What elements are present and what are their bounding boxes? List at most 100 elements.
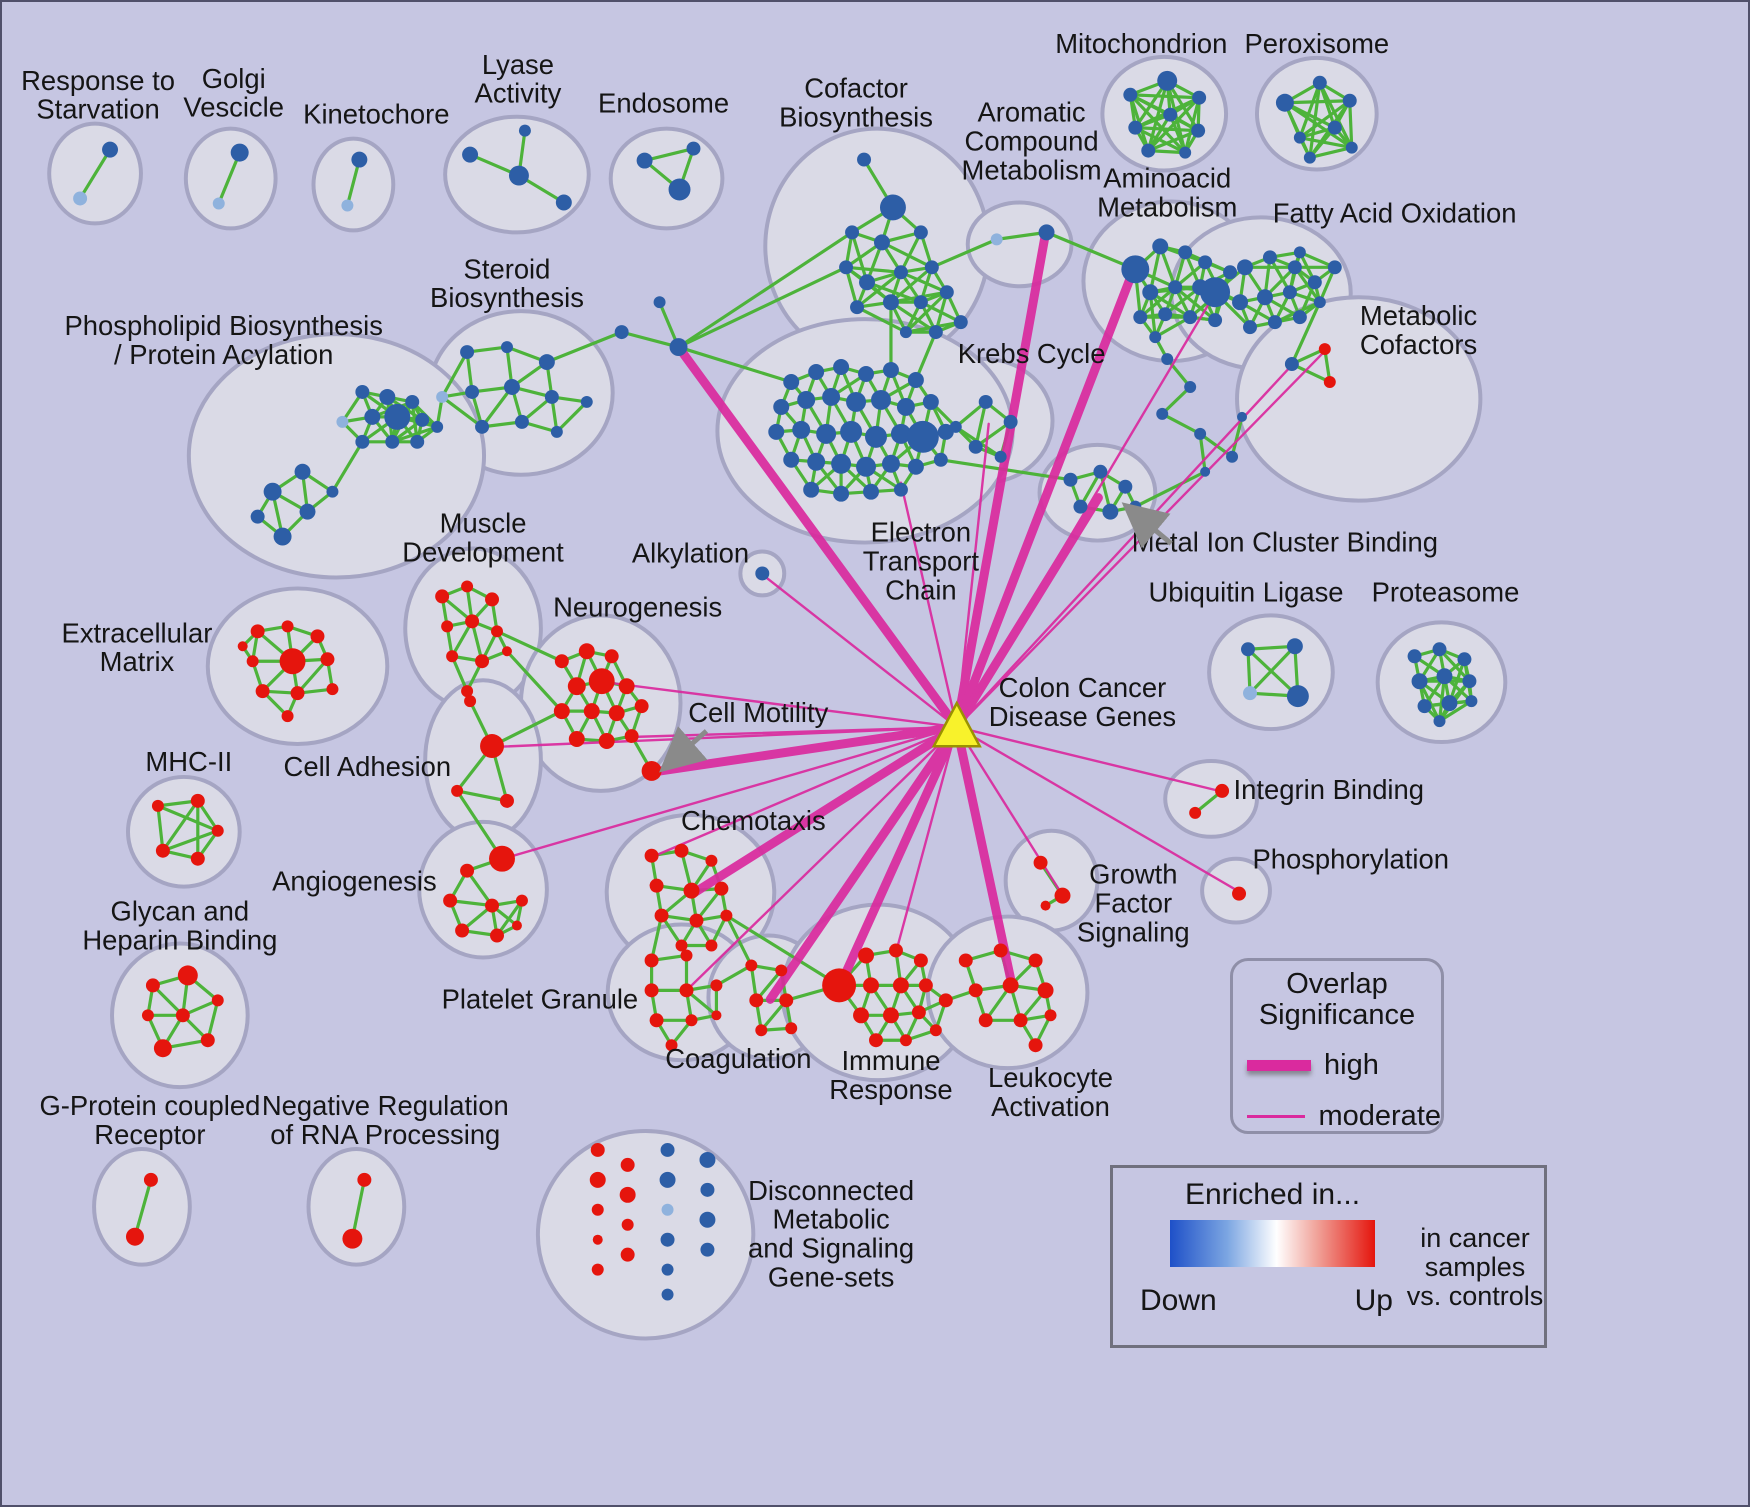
label-response-to-starvation: Response to: [21, 65, 175, 96]
gene-set-node: [1073, 499, 1088, 514]
edge: [448, 899, 494, 908]
gene-set-node: [669, 338, 688, 357]
gene-set-node: [1237, 259, 1253, 276]
label-peroxisome: Peroxisome: [1244, 28, 1389, 59]
gene-set-node: [644, 953, 659, 968]
label-neurogenesis: Neurogenesis: [553, 591, 722, 622]
enrichment-legend-title: Enriched in...: [1184, 1178, 1361, 1211]
edge: [1230, 415, 1244, 459]
edge: [1128, 93, 1187, 155]
edge: [555, 400, 589, 434]
gene-set-node: [1102, 503, 1119, 520]
label-mhc-ii: MHC-II: [145, 746, 232, 777]
gene-set-node: [255, 684, 270, 699]
overlap-edge-moderate: [899, 481, 958, 729]
gene-set-node: [913, 225, 928, 240]
gene-set-node: [649, 1013, 664, 1028]
gene-set-node: [1158, 307, 1173, 322]
gene-set-node: [500, 341, 513, 354]
label-cell-adhesion: Cell Adhesion: [284, 751, 452, 782]
gene-set-node: [246, 655, 259, 668]
gene-set-node: [125, 1227, 144, 1246]
gene-set-node: [490, 928, 504, 943]
edge: [1298, 136, 1354, 150]
gene-set-node: [659, 1171, 676, 1188]
gene-set-node: [1342, 93, 1357, 108]
gene-set-node: [1243, 686, 1257, 701]
edge: [880, 240, 934, 269]
label-growth-factor-signaling: Growth: [1089, 859, 1177, 890]
gene-set-node: [1184, 380, 1197, 393]
gene-set-node: [1286, 685, 1309, 708]
edge: [1146, 129, 1200, 153]
gene-set-node: [177, 965, 198, 986]
gene-set-node: [604, 649, 619, 664]
gene-set-node: [922, 393, 939, 410]
gene-set-node: [1282, 285, 1297, 300]
gene-set-node: [460, 863, 475, 878]
label-integrin-binding: Integrin Binding: [1234, 774, 1424, 805]
edge: [889, 265, 934, 304]
overlap-edge-moderate: [603, 680, 958, 729]
gene-set-node: [326, 485, 339, 498]
gene-set-node: [591, 1263, 604, 1276]
gene-set-node: [636, 152, 653, 169]
gene-set-node: [1028, 953, 1043, 968]
label-golgi-vescicle: Vescicle: [183, 92, 284, 123]
gene-set-node: [281, 620, 294, 633]
gene-set-node: [342, 1228, 363, 1249]
label-g-protein-coupled-receptor: Receptor: [94, 1119, 205, 1150]
label-disconnected-gene-sets: Disconnected: [748, 1175, 914, 1206]
edge: [545, 330, 624, 364]
gene-set-node: [899, 326, 912, 339]
gene-set-node: [1293, 131, 1306, 144]
gene-set-node: [833, 359, 850, 376]
overlap-significance-legend: Overlap Significance high moderate: [1230, 958, 1444, 1134]
gene-set-node: [755, 566, 770, 581]
gene-set-node: [668, 178, 691, 201]
gene-set-node: [911, 1005, 926, 1020]
gene-set-node: [863, 977, 879, 994]
gene-set-node: [933, 452, 948, 467]
gene-set-node: [882, 1007, 899, 1024]
edge: [495, 899, 524, 938]
label-kinetochore: Kinetochore: [303, 99, 449, 130]
edge: [1165, 357, 1192, 389]
gene-set-node: [299, 503, 316, 520]
edge: [1298, 81, 1322, 140]
gene-set-node: [890, 423, 911, 444]
gene-set-node: [485, 898, 500, 913]
gene-set-node: [190, 793, 205, 808]
gene-set-node: [1128, 120, 1143, 135]
gene-set-node: [714, 881, 729, 896]
gene-set-node: [892, 977, 909, 994]
label-extracellular-matrix: Matrix: [100, 646, 175, 677]
gene-set-node: [475, 654, 490, 669]
edge: [1437, 647, 1472, 683]
gene-set-node: [336, 415, 349, 428]
gene-set-node: [499, 793, 514, 808]
down-label: Down: [1140, 1284, 1217, 1317]
edge: [714, 963, 753, 987]
gene-set-node: [1465, 695, 1478, 708]
gene-set-node: [1054, 887, 1071, 904]
edge: [914, 330, 938, 382]
gene-set-node: [1033, 855, 1048, 870]
label-growth-factor-signaling: Factor: [1094, 888, 1172, 919]
gene-set-node: [1457, 652, 1472, 667]
edge: [724, 913, 841, 987]
gene-set-node: [879, 194, 906, 221]
gene-set-node: [621, 1218, 634, 1231]
label-phosphorylation: Phosphorylation: [1252, 844, 1449, 875]
edge: [455, 789, 509, 803]
gene-set-node: [491, 625, 503, 638]
pointer-arrow: [1121, 502, 1173, 549]
edge: [161, 799, 200, 853]
edge: [1138, 285, 1177, 319]
gene-set-node: [462, 146, 479, 163]
gene-set-node: [768, 423, 785, 440]
gene-set-node: [465, 614, 480, 629]
label-aminoacid-metabolism: Metabolism: [1097, 191, 1237, 222]
label-phospholipid-biosynthesis: Phospholipid Biosynthesis: [65, 310, 383, 341]
